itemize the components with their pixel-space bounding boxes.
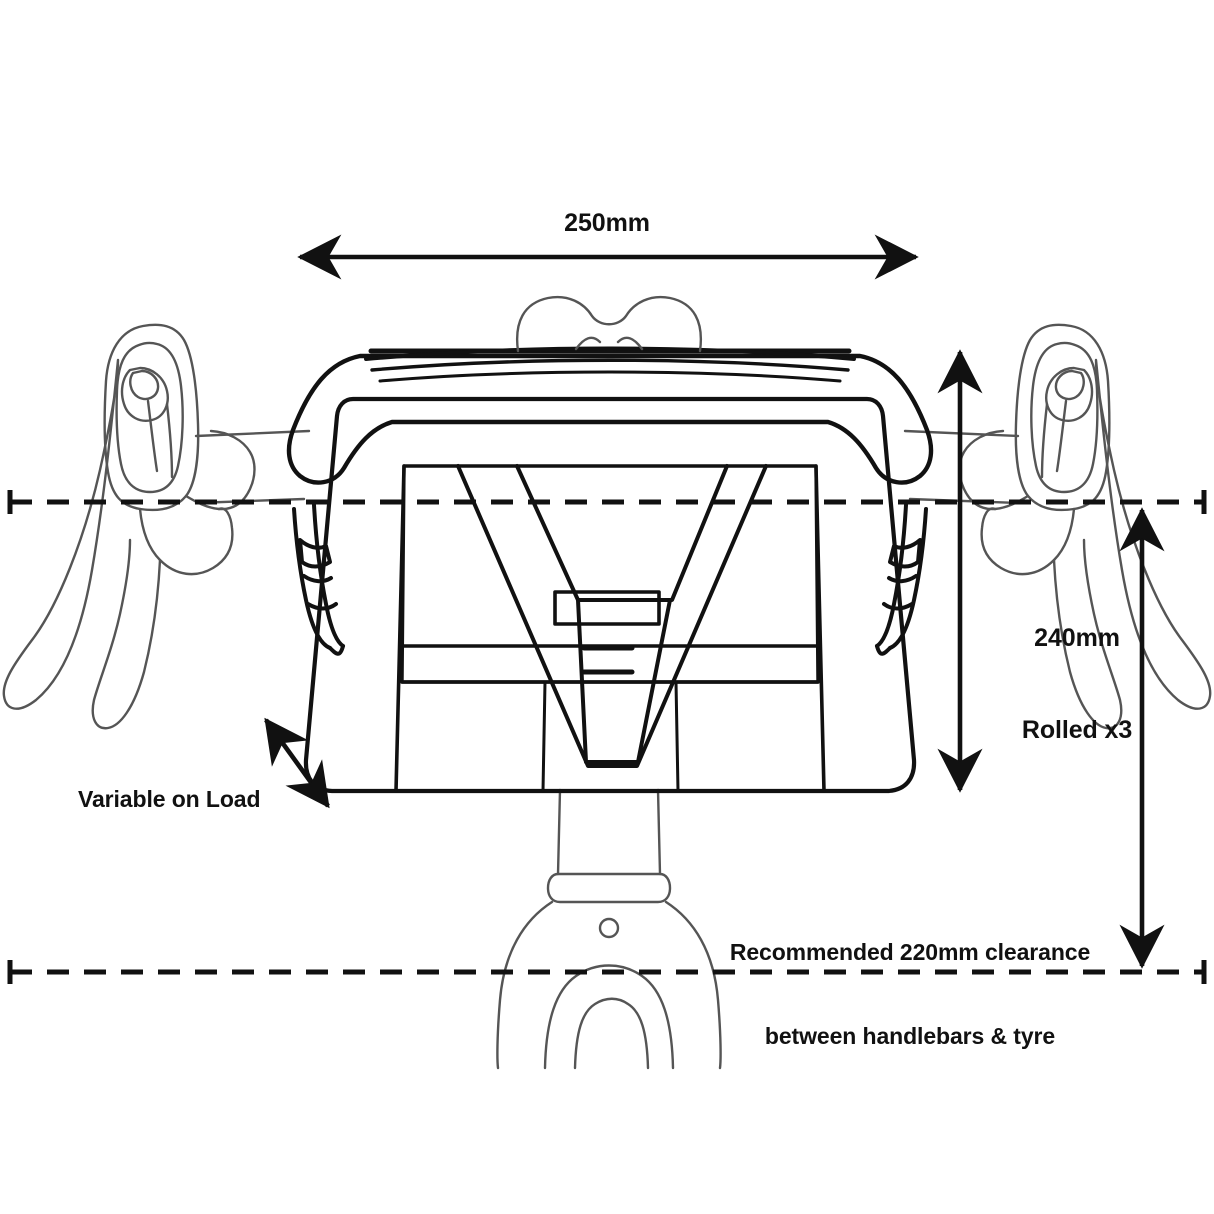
variable-on-load-label: Variable on Load bbox=[78, 786, 261, 812]
v-panel bbox=[456, 464, 768, 768]
height-dimension-label-line1: 240mm bbox=[1034, 624, 1120, 652]
clearance-note-line2: between handlebars & tyre bbox=[764, 1023, 1056, 1050]
dimension-arrows bbox=[264, 234, 1165, 969]
brake-lever-left bbox=[2, 323, 256, 730]
reference-lines bbox=[7, 490, 1207, 984]
handlebar-bag bbox=[286, 295, 934, 794]
label-patch bbox=[553, 590, 661, 626]
brake-lever-right bbox=[958, 323, 1212, 730]
clearance-note-line1: Recommended 220mm clearance bbox=[729, 939, 1091, 966]
bag-body bbox=[303, 396, 917, 794]
width-dimension-label: 250mm bbox=[564, 209, 650, 237]
variable-load-arrow bbox=[264, 717, 330, 809]
height-dimension-label-line2: Rolled x3 bbox=[1021, 715, 1133, 744]
handlebar-assembly bbox=[2, 323, 1212, 730]
stem bbox=[556, 788, 662, 876]
height-dimension-label: 240mm Rolled x3 bbox=[962, 562, 1192, 806]
fork-and-tyre-assembly bbox=[496, 788, 722, 1070]
side-buckle-right bbox=[875, 503, 928, 656]
carry-handle bbox=[515, 295, 703, 353]
fork-crown bbox=[496, 872, 722, 1070]
roll-top-closure bbox=[286, 346, 934, 485]
side-buckle-left bbox=[292, 503, 345, 656]
clearance-note-label: Recommended 220mm clearance between hand… bbox=[660, 882, 1160, 1106]
tyre bbox=[543, 964, 675, 1070]
